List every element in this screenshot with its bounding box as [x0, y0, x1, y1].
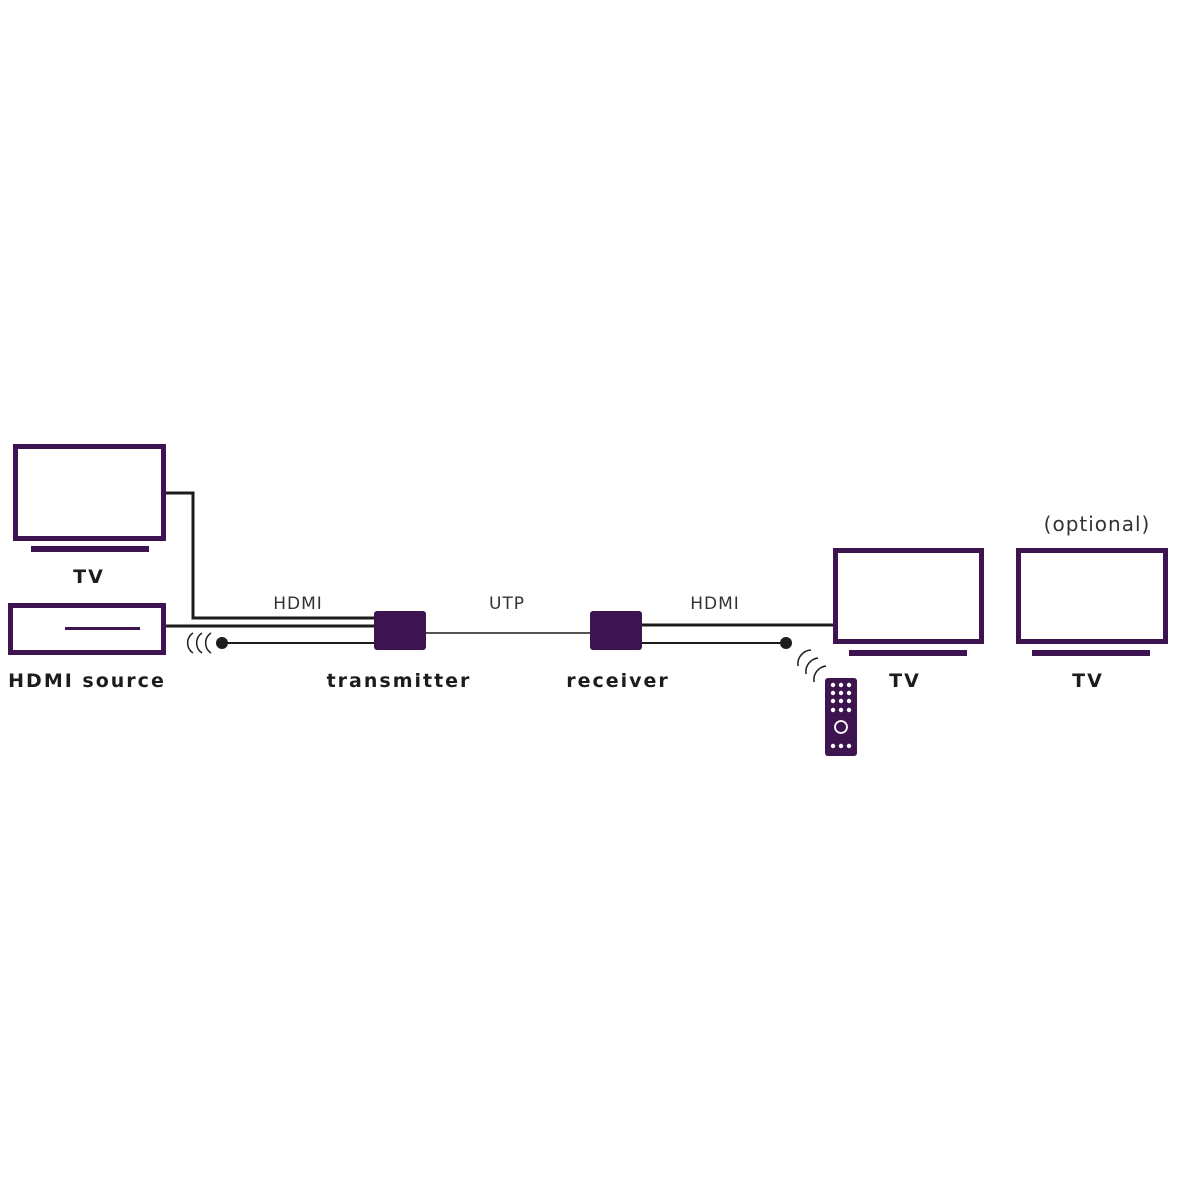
tv-optional-label: TV	[1072, 670, 1104, 692]
tv-left-icon	[13, 444, 166, 552]
receiver-icon	[590, 611, 642, 650]
hdmi-out-label: HDMI	[690, 594, 740, 614]
receiver-label: receiver	[566, 670, 670, 692]
optional-label: (optional)	[1044, 512, 1151, 536]
transmitter-icon	[374, 611, 426, 650]
hdmi-cable-tv-left	[166, 491, 374, 620]
tv-optional-icon	[1016, 548, 1168, 656]
hdmi-in-label: HDMI	[273, 594, 323, 614]
hdmi-source-icon	[8, 603, 166, 655]
tv-main-icon	[833, 548, 984, 656]
ir-receiver-dot-icon	[780, 637, 792, 649]
ir-sensor-dot-icon	[216, 637, 228, 649]
hdmi-source-label: HDMI source	[8, 670, 166, 692]
tv-main-label: TV	[889, 670, 921, 692]
ir-waves-icon	[186, 632, 212, 654]
remote-control-icon	[825, 678, 857, 756]
utp-label: UTP	[489, 594, 525, 614]
ir-waves-remote-icon	[797, 649, 827, 683]
cables	[166, 491, 833, 683]
transmitter-label: transmitter	[327, 670, 472, 692]
tv-left-label: TV	[73, 566, 105, 588]
